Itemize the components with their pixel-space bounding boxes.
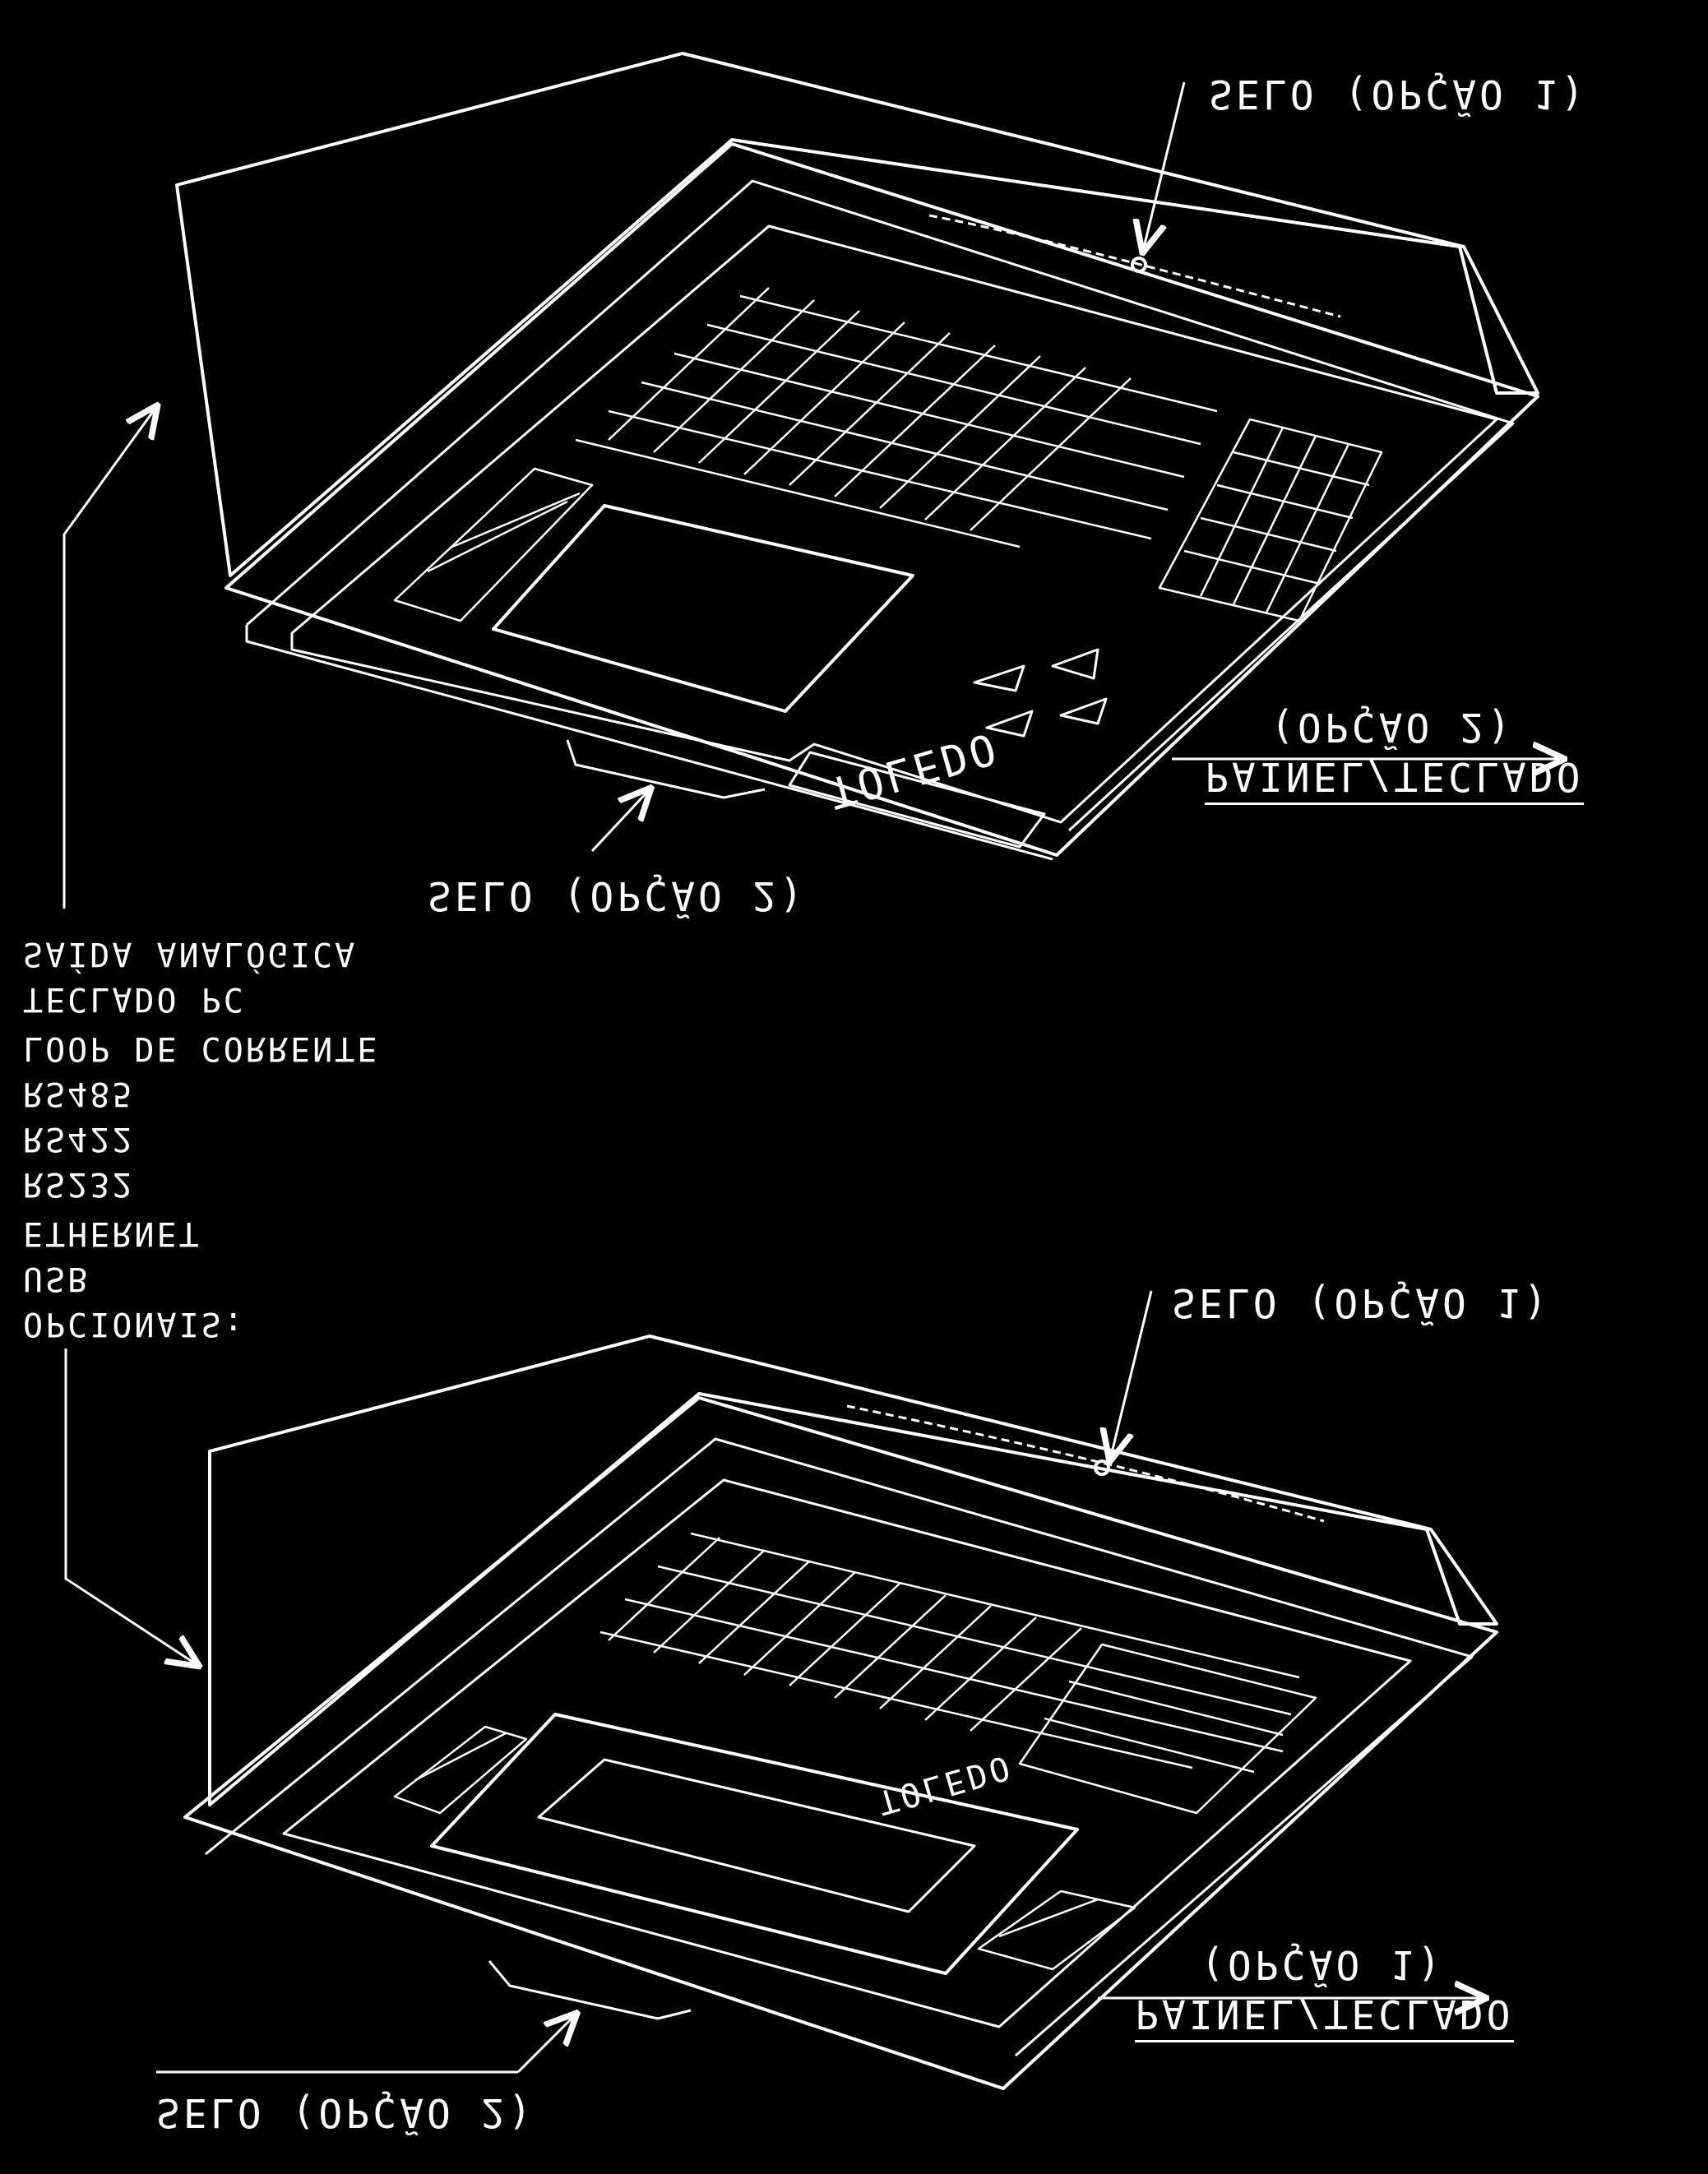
option-rs232: RS232 — [23, 1165, 135, 1203]
option-rs485: RS485 — [23, 1075, 135, 1112]
top-left-keypad — [393, 467, 594, 622]
bottom-right-keypad — [977, 1890, 1136, 1971]
top-numeric-keypad — [1158, 418, 1383, 622]
top-rear-housing — [175, 52, 1539, 577]
top-seal-option1-label: SELO (OPÇÃO 1) — [1209, 71, 1588, 117]
bottom-seal-bracket — [488, 1960, 692, 2020]
option-usb: USB — [23, 1260, 90, 1297]
bottom-display-inner — [537, 1758, 976, 1913]
options-heading: OPCIONAIS: — [23, 1305, 246, 1343]
top-seal-option2-label: SELO (OPÇÃO 2) — [428, 872, 807, 918]
bottom-display-window — [430, 1713, 1079, 1975]
top-seal-wire — [928, 214, 1341, 318]
top-panel-option-label: (OPÇÃO 2) — [1271, 704, 1515, 750]
bottom-left-keypad — [393, 1725, 528, 1815]
top-brand-plate — [788, 751, 1046, 849]
top-display-window — [492, 504, 914, 713]
bottom-panel-title-label: PAINEL/TECLADO — [1135, 1991, 1514, 2042]
top-key-grid — [575, 287, 1218, 548]
option-ethernet: ETHERNET — [23, 1214, 201, 1252]
bottom-bezel — [183, 1396, 1498, 2090]
bottom-rear-housing — [208, 1334, 1498, 1806]
option-pc-keyboard: TECLADO PC — [23, 980, 246, 1018]
bottom-seal-option2-label: SELO (OPÇÃO 2) — [156, 2089, 535, 2135]
bottom-keyboard-panel — [282, 1478, 1412, 2028]
bottom-panel-option-label: (OPÇÃO 1) — [1201, 1941, 1445, 1987]
top-seal-bracket — [566, 739, 766, 799]
bottom-seal-option1-label: SELO (OPÇÃO 1) — [1172, 1279, 1551, 1325]
bottom-key-grid — [599, 1532, 1300, 1769]
option-rs422: RS422 — [23, 1120, 135, 1158]
bottom-device — [183, 1334, 1498, 2090]
option-current-loop: LOOP DE CORRENTE — [23, 1029, 380, 1067]
top-arrow-keys — [973, 648, 1108, 738]
option-analog-output: SAÍDA ANALÓGICA — [23, 935, 358, 973]
bottom-numeric-keypad — [1018, 1643, 1317, 1815]
top-device — [175, 52, 1539, 861]
bottom-seal-wire — [846, 1404, 1325, 1523]
top-panel-title-label: PAINEL/TECLADO — [1205, 753, 1584, 805]
top-keyboard-panel — [290, 224, 1498, 824]
top-bezel — [224, 142, 1539, 857]
